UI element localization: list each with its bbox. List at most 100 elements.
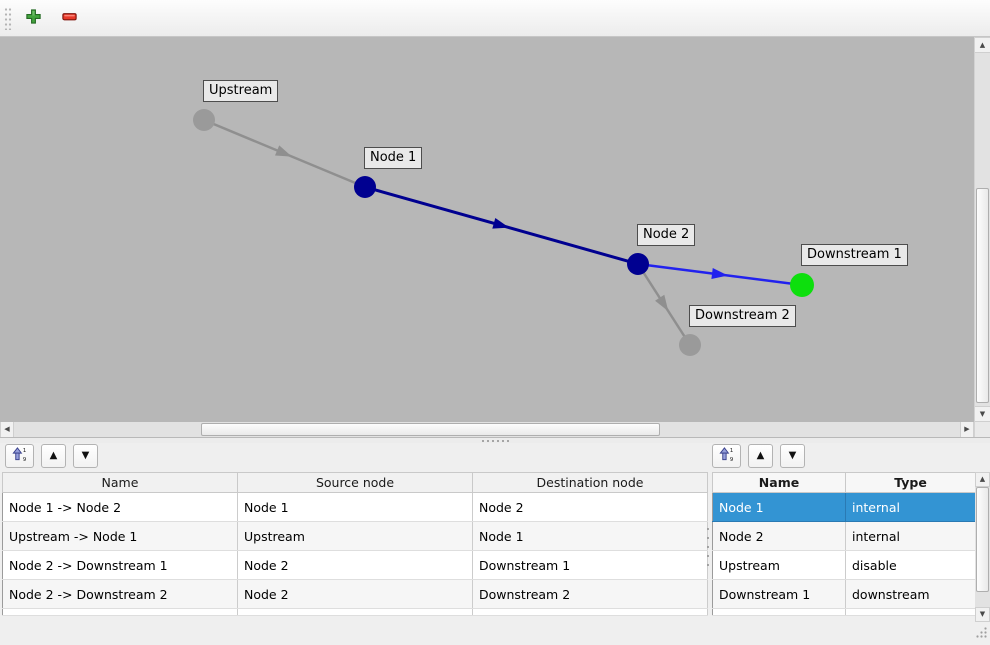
column-header-type[interactable]: Type — [845, 472, 976, 493]
nodes-table-v-scrollbar[interactable]: ▲ ▼ — [975, 472, 990, 622]
graph-node-node-1[interactable] — [354, 176, 376, 198]
canvas-h-scroll-track[interactable] — [14, 422, 960, 437]
nodes-toolbar: 1 9 ▲ ▼ — [712, 444, 805, 468]
cell[interactable]: Upstream -> Node 1 — [2, 521, 238, 551]
cell[interactable]: Node 1 — [237, 492, 473, 522]
edge-arrow-icon — [492, 218, 510, 229]
canvas-v-scroll-track[interactable] — [975, 53, 990, 406]
sort-ascending-icon: 1 9 — [12, 447, 27, 465]
cell[interactable]: disable — [845, 550, 976, 580]
move-node-down-button[interactable]: ▼ — [780, 444, 805, 468]
nodes-table-scroll-thumb[interactable] — [976, 487, 989, 592]
cell[interactable]: Node 2 — [237, 579, 473, 609]
cell[interactable]: downstream — [845, 579, 976, 609]
move-edge-up-button[interactable]: ▲ — [41, 444, 66, 468]
cell[interactable]: Node 2 — [712, 521, 846, 551]
sort-nodes-button[interactable]: 1 9 — [712, 444, 741, 468]
scroll-down-arrow[interactable]: ▼ — [975, 607, 990, 622]
edge-arrow-icon — [275, 145, 292, 157]
cell[interactable]: Upstream — [237, 521, 473, 551]
scroll-up-arrow[interactable]: ▲ — [975, 472, 990, 487]
cell[interactable]: Downstream 2 — [472, 579, 708, 609]
node-label-node-2[interactable]: Node 2 — [637, 224, 696, 246]
window-resize-grip[interactable] — [975, 626, 988, 643]
triangle-up-icon: ▲ — [756, 450, 765, 461]
triangle-up-icon: ▲ — [49, 450, 58, 461]
sort-ascending-icon: 1 9 — [719, 447, 734, 465]
cell[interactable]: internal — [845, 492, 976, 522]
svg-text:9: 9 — [23, 457, 27, 462]
cell[interactable]: Upstream — [712, 550, 846, 580]
scrollbar-corner — [974, 422, 990, 437]
svg-text:9: 9 — [730, 457, 734, 462]
scroll-down-arrow[interactable]: ▼ — [975, 406, 990, 422]
main-toolbar — [0, 0, 990, 37]
column-header-source-node[interactable]: Source node — [237, 472, 473, 493]
graph-svg — [193, 109, 814, 356]
plus-icon — [25, 8, 42, 29]
canvas-v-scroll-thumb[interactable] — [976, 188, 989, 403]
column-header-name[interactable]: Name — [2, 472, 238, 493]
column-header-name[interactable]: Name — [712, 472, 846, 493]
graph-node-node-2[interactable] — [627, 253, 649, 275]
scroll-right-arrow[interactable]: ▶ — [960, 422, 974, 437]
cell[interactable]: Node 2 — [237, 550, 473, 580]
cell[interactable]: Node 2 — [472, 492, 708, 522]
graph-node-downstream-2[interactable] — [679, 334, 701, 356]
edge-arrow-icon — [655, 294, 669, 312]
node-label-downstream-2[interactable]: Downstream 2 — [689, 305, 796, 327]
triangle-down-icon: ▼ — [788, 450, 797, 461]
move-edge-down-button[interactable]: ▼ — [73, 444, 98, 468]
cell[interactable]: Downstream 1 — [712, 579, 846, 609]
cell[interactable]: Node 2 -> Downstream 1 — [2, 550, 238, 580]
triangle-down-icon: ▼ — [81, 450, 90, 461]
horizontal-splitter[interactable] — [0, 437, 990, 443]
toolbar-drag-handle[interactable] — [3, 6, 12, 30]
node-label-upstream[interactable]: Upstream — [203, 80, 279, 102]
cell[interactable]: Node 1 — [472, 521, 708, 551]
edge-arrow-icon — [711, 268, 728, 279]
cell[interactable]: Node 1 -> Node 2 — [2, 492, 238, 522]
cell[interactable]: Node 1 — [712, 492, 846, 522]
canvas-v-scrollbar[interactable]: ▲ ▼ — [974, 37, 990, 422]
cell[interactable]: Downstream 1 — [472, 550, 708, 580]
column-header-destination-node[interactable]: Destination node — [472, 472, 708, 493]
cell[interactable]: internal — [845, 521, 976, 551]
graph-node-downstream-1[interactable] — [790, 273, 814, 297]
node-label-downstream-1[interactable]: Downstream 1 — [801, 244, 908, 266]
svg-text:1: 1 — [23, 448, 27, 454]
scroll-up-arrow[interactable]: ▲ — [975, 37, 990, 53]
canvas-h-scrollbar[interactable]: ◀ ▶ — [0, 422, 974, 437]
scroll-left-arrow[interactable]: ◀ — [0, 422, 14, 437]
nodes-table-scroll-track[interactable] — [975, 487, 990, 607]
minus-icon — [61, 8, 78, 29]
empty-row — [2, 608, 708, 616]
edges-toolbar: 1 9 ▲ ▼ — [5, 444, 98, 468]
add-node-button[interactable] — [18, 3, 48, 33]
remove-node-button[interactable] — [54, 3, 84, 33]
vertical-splitter[interactable] — [707, 528, 709, 566]
sort-edges-button[interactable]: 1 9 — [5, 444, 34, 468]
graph-node-upstream[interactable] — [193, 109, 215, 131]
cell[interactable]: Node 2 -> Downstream 2 — [2, 579, 238, 609]
canvas-h-scroll-thumb[interactable] — [201, 423, 660, 436]
svg-text:1: 1 — [730, 448, 734, 454]
node-label-node-1[interactable]: Node 1 — [364, 147, 423, 169]
move-node-up-button[interactable]: ▲ — [748, 444, 773, 468]
